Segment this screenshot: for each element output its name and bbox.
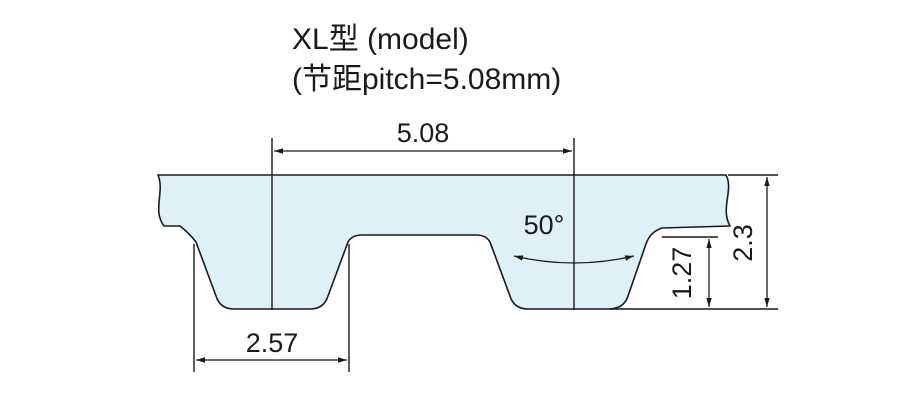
pitch-label: 5.08 (397, 118, 450, 148)
belt-profile (157, 174, 731, 310)
title-line-2: (节距pitch=5.08mm) (292, 63, 562, 96)
tooth-width-label: 2.57 (246, 328, 299, 358)
tooth-angle-arc (513, 255, 635, 264)
title-line-1: XL型 (model) (292, 23, 469, 56)
tooth-height-label: 1.27 (667, 247, 697, 300)
belt-height-label: 2.3 (728, 224, 758, 262)
tooth-angle-label: 50° (524, 210, 565, 240)
